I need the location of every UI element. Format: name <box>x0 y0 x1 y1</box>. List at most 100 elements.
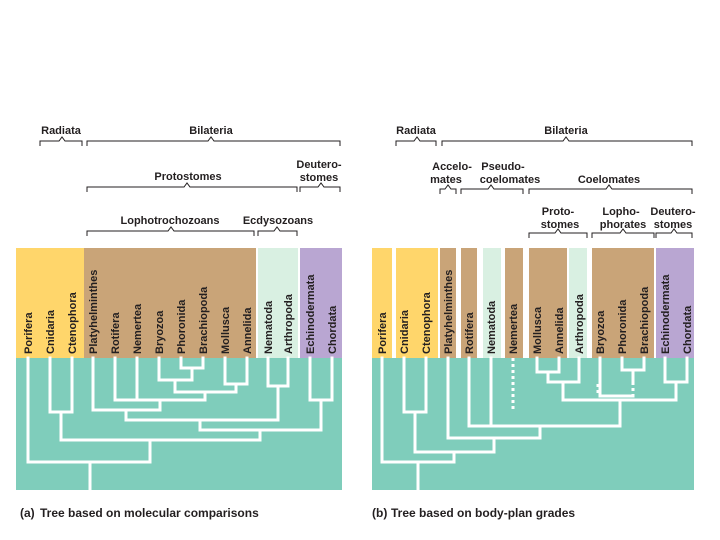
header-deuterostomes-line1: Deutero- <box>296 159 342 171</box>
header-deuterostomes-line2: stomes <box>300 172 339 184</box>
header-acoelomates-line1: Accelo- <box>432 161 472 173</box>
header-protostomes: Protostomes <box>154 171 221 183</box>
taxon-label: Chordata <box>327 305 339 354</box>
node-b8 <box>413 450 496 464</box>
taxon-label: Annelida <box>554 307 566 354</box>
bracket-ecdysozoans <box>257 226 298 236</box>
header-bilateria: Bilateria <box>189 125 233 137</box>
node-a10 <box>198 428 323 442</box>
panel-a-caption: (a) Tree based on molecular comparisons <box>20 506 259 520</box>
taxon-label: Ctenophora <box>421 291 433 354</box>
caption-letter: (a) <box>20 506 35 520</box>
bracket-coelomates <box>528 184 693 194</box>
header-protostomes-line1: Proto- <box>542 206 575 218</box>
taxon-label: Cnidaria <box>45 309 57 354</box>
node-b9 <box>380 460 456 492</box>
panel-a-taxa: Porifera Cnidaria Ctenophora Platyhelmin… <box>23 270 339 354</box>
panel-b-tree-background <box>372 358 694 490</box>
taxon-label: Rotifera <box>110 312 122 354</box>
header-lophophorates-line2: phorates <box>600 219 646 231</box>
taxon-label: Nemertea <box>132 303 144 354</box>
node-b5 <box>467 390 622 440</box>
band-arthropoda <box>569 248 587 358</box>
panel-a-branches <box>26 356 334 492</box>
band-cnidaria-ctenophora <box>40 248 84 358</box>
header-radiata: Radiata <box>41 125 82 137</box>
taxon-label: Platyhelminthes <box>88 270 100 354</box>
taxon-label: Ctenophora <box>67 291 79 354</box>
band-cnidaria-ctenophora <box>396 248 438 358</box>
bracket-pseudocoelomates <box>460 184 524 194</box>
node-b1 <box>535 370 581 398</box>
node-a7 <box>266 384 290 422</box>
header-ecdysozoans: Ecdysozoans <box>243 215 313 227</box>
panel-a-brackets <box>39 136 341 236</box>
taxon-label: Brachiopoda <box>198 286 210 354</box>
bracket-radiata <box>395 136 437 146</box>
bracket-deuterostomes <box>299 182 341 192</box>
node-b6 <box>446 436 542 454</box>
caption-text: Tree based on body-plan grades <box>391 506 575 520</box>
header-pseudocoelomates-line1: Pseudo- <box>481 161 525 173</box>
node-b4 <box>561 394 678 428</box>
panel-b-brackets <box>395 136 693 238</box>
panel-b-caption: (b) Tree based on body-plan grades <box>372 506 575 520</box>
bracket-acoelomates <box>439 184 457 194</box>
taxon-label: Phoronida <box>617 299 629 354</box>
taxon-label: Nemertea <box>508 303 520 354</box>
taxon-label: Porifera <box>23 312 35 354</box>
taxon-label: Phoronida <box>176 299 188 354</box>
header-protostomes-line2: stomes <box>541 219 580 231</box>
band-nemertea <box>505 248 523 358</box>
panel-b-taxa: Porifera Cnidaria Ctenophora Platyhelmin… <box>377 270 694 354</box>
band-mollusca-annelida <box>529 248 567 358</box>
taxon-label: Bryozoa <box>595 310 607 354</box>
band-rotifera <box>461 248 477 358</box>
band-porifera <box>372 248 392 358</box>
header-lophophorates-line1: Lopho- <box>602 206 640 218</box>
taxon-label: Porifera <box>377 312 389 354</box>
taxon-label: Cnidaria <box>399 309 411 354</box>
node-a13 <box>26 460 152 492</box>
bracket-bilateria <box>86 136 341 146</box>
header-pseudocoelomates-line2: coelomates <box>480 174 541 186</box>
taxon-label: Mollusca <box>220 306 232 354</box>
node-a8 <box>124 418 280 432</box>
taxon-label: Nematoda <box>486 300 498 354</box>
node-a6 <box>91 396 162 422</box>
panel-b-branches <box>380 356 689 492</box>
taxon-label: Rotifera <box>464 312 476 354</box>
header-lophotrochozoans: Lophotrochozoans <box>121 215 220 227</box>
bracket-protostomes <box>86 182 298 192</box>
panel-a-headers: Radiata Bilateria Protostomes Deutero- s… <box>41 125 342 227</box>
taxon-label: Echinodermata <box>660 274 672 354</box>
panel-a: Porifera Cnidaria Ctenophora Platyhelmin… <box>16 125 342 520</box>
taxon-label: Brachiopoda <box>639 286 651 354</box>
header-radiata: Radiata <box>396 125 437 137</box>
node-a12 <box>59 438 262 464</box>
taxon-label: Chordata <box>682 305 694 354</box>
panel-a-tree-background <box>16 358 342 490</box>
node-a9 <box>308 398 334 432</box>
panel-a-color-bands <box>16 248 342 358</box>
caption-letter: (b) <box>372 506 387 520</box>
band-platyhelminthes <box>440 248 456 358</box>
node-b7 <box>402 410 428 454</box>
node-a1 <box>179 366 205 382</box>
node-a11 <box>48 410 74 442</box>
bracket-bilateria <box>441 136 693 146</box>
node-b2 <box>598 368 646 398</box>
node-a5 <box>113 368 207 412</box>
node-a2 <box>157 378 194 394</box>
header-deuterostomes-line2: stomes <box>654 219 693 231</box>
header-acoelomates-line2: mates <box>430 174 462 186</box>
panel-b-color-bands <box>372 248 694 358</box>
band-lophotrochozoans <box>84 248 256 358</box>
band-ecdysozoans <box>258 248 298 358</box>
node-b3 <box>663 380 689 398</box>
taxon-label: Arthropoda <box>574 293 586 354</box>
band-deuterostomes <box>300 248 342 358</box>
band-nematoda <box>483 248 501 358</box>
panel-b-headers: Radiata Bilateria Accelo- mates Pseudo- … <box>396 125 696 231</box>
taxon-label: Platyhelminthes <box>443 270 455 354</box>
